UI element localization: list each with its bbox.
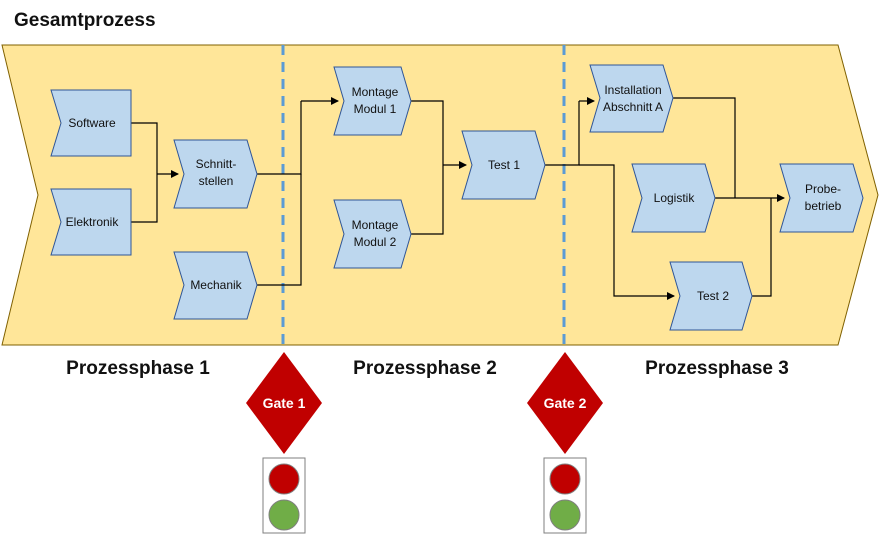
connector-software-schnittstellen xyxy=(131,122,158,174)
diagram-title: Gesamtprozess xyxy=(14,10,156,31)
step-montage-modul-1-label-line1: Montage xyxy=(352,85,399,99)
connector-montage1-test1 xyxy=(411,100,444,165)
step-installation-abschnitt-a-shape xyxy=(589,64,674,133)
step-installation-abschnitt-a: Installation Abschnitt A xyxy=(589,64,674,133)
traffic-light-gate-2-red-lamp xyxy=(549,463,581,495)
step-elektronik-label: Elektronik xyxy=(66,215,120,229)
step-montage-modul-2-shape xyxy=(333,199,412,269)
connector-montage2-test1 xyxy=(411,165,444,235)
step-test-1-label: Test 1 xyxy=(488,158,520,172)
phase-label-2: Prozessphase 2 xyxy=(353,358,497,379)
step-test-2: Test 2 xyxy=(669,261,753,331)
step-mechanik-shape xyxy=(173,251,258,320)
step-elektronik: Elektronik xyxy=(50,188,132,256)
phase-label-1: Prozessphase 1 xyxy=(66,358,210,379)
traffic-light-gate-1 xyxy=(262,457,306,534)
gate-1-label: Gate 1 xyxy=(263,395,306,411)
step-test-2-label: Test 2 xyxy=(697,289,729,303)
step-schnittstellen-shape xyxy=(173,139,258,209)
step-probebetrieb-label-line1: Probe- xyxy=(805,182,841,196)
step-montage-modul-2-label-line1: Montage xyxy=(352,218,399,232)
step-test-2-shape xyxy=(669,261,753,331)
step-test-1: Test 1 xyxy=(461,130,546,200)
step-montage-modul-2-label-line2: Modul 2 xyxy=(354,235,397,249)
traffic-light-gate-2 xyxy=(543,457,587,534)
connector-to-test-2 xyxy=(579,164,675,300)
step-installation-abschnitt-a-label-line2: Abschnitt A xyxy=(603,100,663,114)
step-mechanik: Mechanik xyxy=(173,251,258,320)
step-elektronik-shape xyxy=(50,188,132,256)
step-schnittstellen: Schnitt- stellen xyxy=(173,139,258,209)
step-software-label: Software xyxy=(68,116,116,130)
connector-test2-probebetrieb xyxy=(752,198,772,297)
step-probebetrieb-shape xyxy=(779,163,864,233)
connector-elektronik-schnittstellen xyxy=(131,174,158,223)
connectors xyxy=(131,97,785,300)
step-software-shape xyxy=(50,89,132,157)
connector-mechanik-montage xyxy=(257,174,302,286)
gate-1-diamond xyxy=(246,352,322,454)
step-montage-modul-1-label-line2: Modul 1 xyxy=(354,102,397,116)
gate-1: Gate 1 xyxy=(246,352,322,454)
gate-2: Gate 2 xyxy=(527,352,603,454)
step-schnittstellen-label-line2: stellen xyxy=(199,174,234,188)
step-logistik: Logistik xyxy=(631,163,716,233)
step-mechanik-label: Mechanik xyxy=(190,278,242,292)
phase-label-3: Prozessphase 3 xyxy=(645,358,789,379)
step-probebetrieb: Probe- betrieb xyxy=(779,163,864,233)
traffic-light-gate-1-green-lamp xyxy=(268,499,300,531)
step-software: Software xyxy=(50,89,132,157)
step-montage-modul-1: Montage Modul 1 xyxy=(333,66,412,136)
step-logistik-label: Logistik xyxy=(654,191,696,205)
step-test-1-shape xyxy=(461,130,546,200)
connector-installation-probebetrieb xyxy=(673,97,736,198)
step-montage-modul-2: Montage Modul 2 xyxy=(333,199,412,269)
step-montage-modul-1-shape xyxy=(333,66,412,136)
step-logistik-shape xyxy=(631,163,716,233)
traffic-light-gate-2-green-lamp xyxy=(549,499,581,531)
step-schnittstellen-label-line1: Schnitt- xyxy=(196,157,237,171)
step-installation-abschnitt-a-label-line1: Installation xyxy=(604,83,661,97)
gate-2-label: Gate 2 xyxy=(544,395,587,411)
step-probebetrieb-label-line2: betrieb xyxy=(805,199,842,213)
traffic-light-gate-1-red-lamp xyxy=(268,463,300,495)
gate-2-diamond xyxy=(527,352,603,454)
